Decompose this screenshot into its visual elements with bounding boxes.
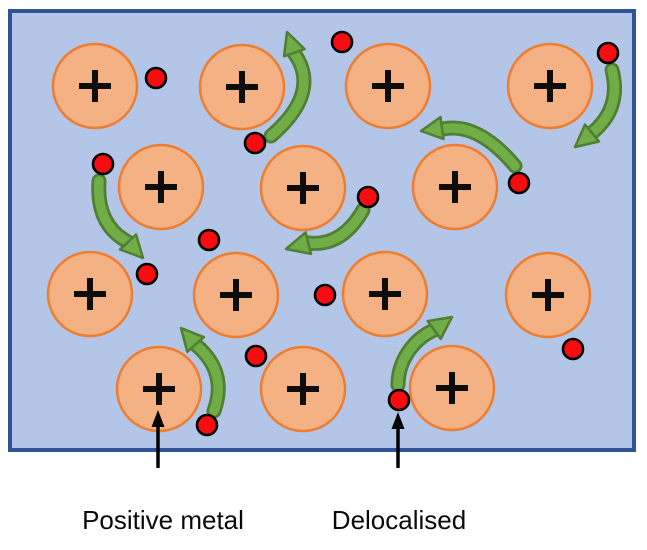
positive-metal-ion (259, 345, 347, 433)
electron-movement-arrow (573, 62, 622, 149)
plus-sign (220, 279, 252, 311)
label-pointer-arrow (391, 412, 405, 468)
arrow-body (303, 205, 368, 249)
delocalised-electron (313, 283, 337, 307)
arrow-head (426, 315, 454, 341)
plus-sign (439, 171, 471, 203)
plus-sign (143, 373, 175, 405)
delocalised-electron (356, 185, 380, 209)
delocalised-electron (507, 171, 531, 195)
delocalised-electron (135, 262, 159, 286)
delocalised-electrons-label: Delocalised electrons (269, 466, 529, 550)
plus-sign (534, 70, 566, 102)
electron-movement-arrow (284, 202, 371, 256)
electron-movement-arrow (91, 173, 145, 260)
positive-metal-ion (115, 345, 203, 433)
electron-movement-arrows-layer (91, 30, 622, 419)
arrow-head (573, 123, 601, 149)
delocalised-electron (387, 388, 411, 412)
label-pointer-arrow (151, 410, 165, 468)
plus-sign (145, 171, 177, 203)
positive-metal-ion (259, 144, 347, 232)
positive-metal-ion (46, 250, 134, 338)
plus-sign (436, 372, 468, 404)
delocalised-electron (244, 344, 268, 368)
plus-sign (79, 70, 111, 102)
delocalised-electron (197, 228, 221, 252)
positive-metal-ion (408, 344, 496, 432)
pointer-head (151, 410, 165, 427)
arrow-body (438, 123, 520, 171)
arrow-head (118, 233, 145, 260)
positive-metal-ion (51, 42, 139, 130)
arrow-head (419, 115, 445, 141)
positive-metal-ion (117, 143, 205, 231)
label-pointer-arrows-layer (151, 410, 405, 468)
positive-metal-ion-label: Positive metal ion (33, 466, 293, 550)
arrow-body (266, 48, 309, 141)
arrow-body (393, 325, 439, 390)
positive-metal-ion (192, 251, 280, 339)
plus-sign (532, 279, 564, 311)
plus-sign (287, 172, 319, 204)
arrow-body (191, 340, 223, 416)
arrow-body (587, 65, 620, 138)
delocalised-electron (243, 131, 267, 155)
plus-sign (287, 373, 319, 405)
plus-sign (372, 70, 404, 102)
arrow-head (282, 30, 306, 58)
positive-metal-ion-label-line1: Positive metal (82, 505, 244, 535)
positive-metal-ion (341, 250, 429, 338)
delocalised-electron (330, 30, 354, 54)
electron-movement-arrow (419, 115, 523, 174)
electron-movement-arrow (263, 30, 312, 144)
arrow-body (94, 176, 133, 247)
positive-metal-ion (344, 42, 432, 130)
electrons-layer (91, 30, 620, 437)
delocalised-electrons-label-line1: Delocalised (331, 505, 467, 535)
electron-movement-arrow (179, 326, 226, 419)
arrow-head (179, 326, 206, 354)
delocalised-electron (144, 66, 168, 90)
delocalised-electron (561, 337, 585, 361)
plus-sign (74, 278, 106, 310)
positive-metal-ion (411, 143, 499, 231)
positive-metal-ion (504, 251, 592, 339)
plus-sign (369, 278, 401, 310)
delocalised-electron (596, 41, 620, 65)
delocalised-electron (91, 152, 115, 176)
plus-sign (226, 71, 258, 103)
arrow-head (284, 231, 313, 256)
delocalised-electron (195, 413, 219, 437)
metal-ions-layer (46, 42, 594, 433)
electron-movement-arrow (390, 315, 454, 393)
positive-metal-ion (506, 42, 594, 130)
positive-metal-ion (198, 43, 286, 131)
pointer-head (391, 412, 405, 429)
